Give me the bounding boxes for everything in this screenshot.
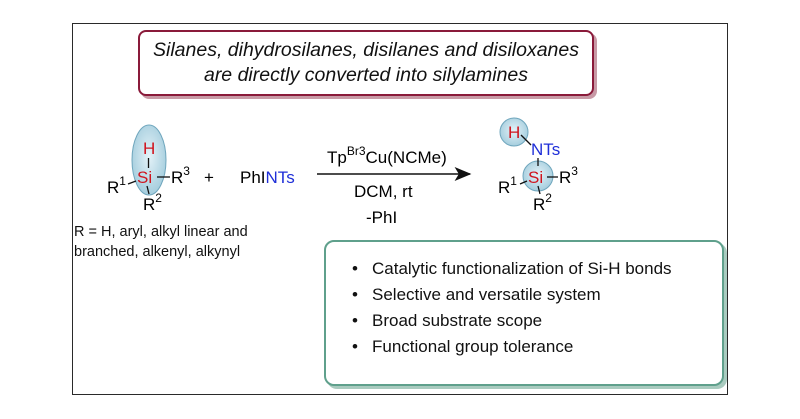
bullet-icon: • <box>352 337 358 356</box>
catalyst-label: TpBr3Cu(NCMe) <box>327 144 447 167</box>
headline-line-2: are directly converted into silylamines <box>203 64 529 86</box>
reaction-arrow-group: TpBr3Cu(NCMe) DCM, rt -PhI <box>317 144 472 227</box>
figure-frame <box>72 23 728 395</box>
feature-item: •Functional group tolerance <box>352 334 722 360</box>
si-r1-bond <box>127 180 137 185</box>
r-group-definition: R = H, aryl, alkyl linear and branched, … <box>74 222 324 262</box>
product-si-r1-bond <box>519 180 528 185</box>
reactant-silane: H Si R3 R1 R2 <box>107 124 190 214</box>
product-si-atom: Si <box>528 168 543 187</box>
bullet-icon: • <box>352 311 358 330</box>
headline-line-1: Silanes, dihydrosilanes, disilanes and d… <box>152 39 579 61</box>
product-r1-label: R1 <box>498 174 517 197</box>
bullet-icon: • <box>352 285 358 304</box>
product-r3-label: R3 <box>559 164 578 187</box>
feature-item: •Broad substrate scope <box>352 308 722 334</box>
si-r2-bond <box>146 185 150 195</box>
reactant-r2-label: R2 <box>143 191 162 214</box>
conditions-label: DCM, rt <box>354 182 413 201</box>
feature-item: •Catalytic functionalization of Si-H bon… <box>352 256 722 282</box>
feature-item: •Selective and versatile system <box>352 282 722 308</box>
byproduct-label: -PhI <box>366 208 397 227</box>
features-list: •Catalytic functionalization of Si-H bon… <box>326 242 722 360</box>
reactant-h-atom: H <box>143 139 155 158</box>
r-definition-line-2: branched, alkenyl, alkynyl <box>74 244 241 260</box>
reactant-r3-label: R3 <box>171 164 190 187</box>
bullet-icon: • <box>352 259 358 278</box>
reactant-si-atom: Si <box>137 168 152 187</box>
headline-box: Silanes, dihydrosilanes, disilanes and d… <box>138 30 594 96</box>
product-h-atom: H <box>508 123 520 142</box>
product-si-r2-bond <box>537 185 541 195</box>
product-silylamine: H NTs Si R3 R1 R2 <box>498 117 578 214</box>
reagent-phinits: PhINTs <box>240 168 295 187</box>
product-nts-group: NTs <box>531 140 560 159</box>
n-h-highlight <box>499 117 529 147</box>
product-r2-label: R2 <box>533 191 552 214</box>
r-definition-line-1: R = H, aryl, alkyl linear and <box>74 224 248 240</box>
reactant-r1-label: R1 <box>107 174 126 197</box>
h-n-bond <box>520 134 532 146</box>
features-box: •Catalytic functionalization of Si-H bon… <box>324 240 724 386</box>
plus-sign: + <box>204 168 214 187</box>
